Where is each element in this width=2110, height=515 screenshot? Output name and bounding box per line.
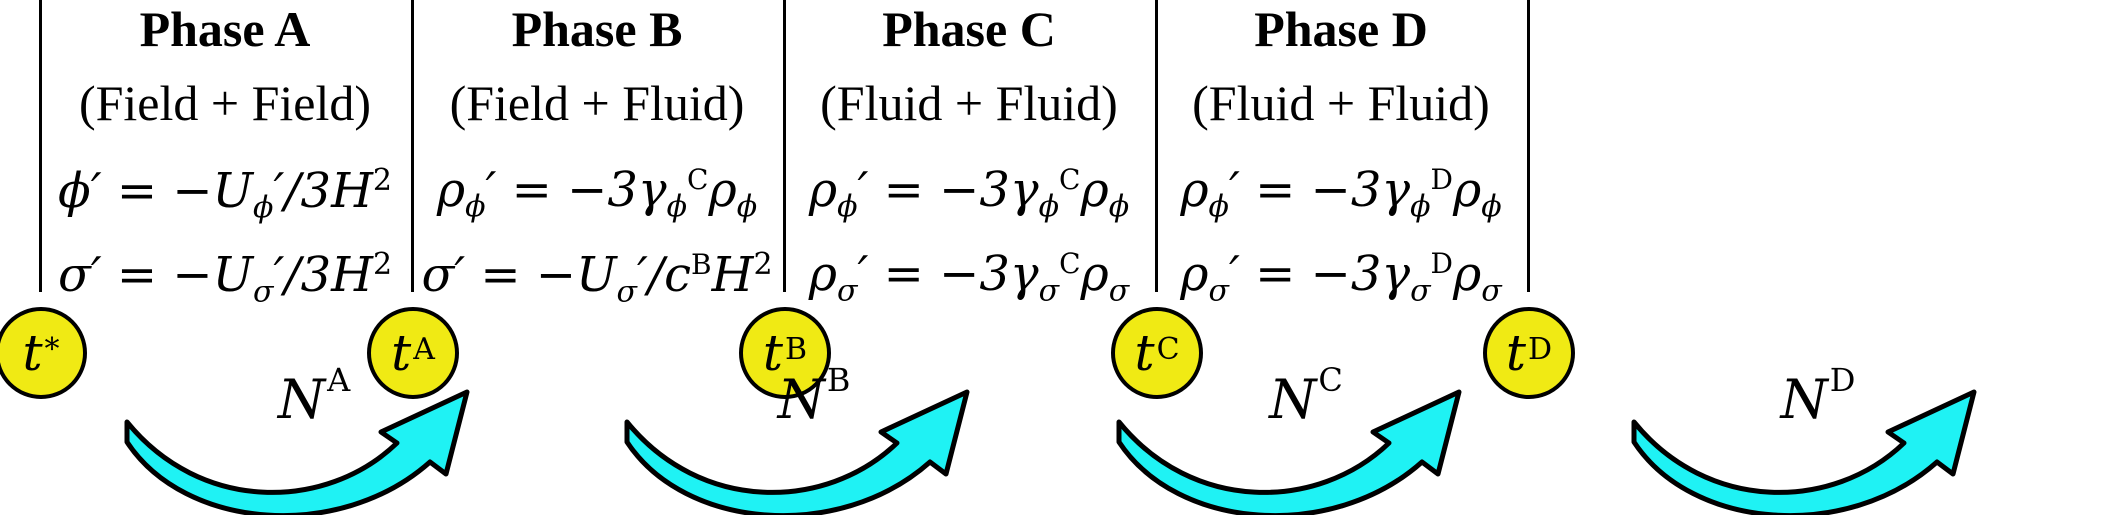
- phase-equation-1: ϕ′ = −Uϕ′/3H2: [57, 163, 393, 226]
- phase-equation-2: ρσ′ = −3γσCρσ: [808, 246, 1130, 309]
- separator-line: [1155, 0, 1158, 292]
- phase-equation-2: σ′ = −Uσ′/3H2: [57, 247, 393, 310]
- separator-line: [39, 0, 42, 292]
- phase-subtitle: (Fluid + Fluid): [1192, 75, 1490, 131]
- curved-arrow-icon: [1631, 389, 1977, 515]
- phase-equation-1: ρϕ′ = −3γϕCρϕ: [808, 162, 1130, 225]
- separator-line: [1527, 0, 1530, 292]
- phase-subtitle: (Fluid + Fluid): [820, 75, 1118, 131]
- separator-line: [783, 0, 786, 292]
- efold-label-a: NA: [277, 361, 351, 431]
- phase-title: Phase B: [511, 1, 683, 57]
- curved-arrow-icon: [624, 389, 970, 515]
- efold-label-d: ND: [1780, 361, 1856, 431]
- phase-equation-1: ρϕ′ = −3γϕDρϕ: [1180, 162, 1502, 225]
- phase-title: Phase C: [882, 1, 1056, 57]
- phase-subtitle: (Field + Field): [78, 75, 372, 131]
- phase-equation-1: ρϕ′ = −3γϕCρϕ: [436, 162, 758, 225]
- phase-equation-2: ρσ′ = −3γσDρσ: [1180, 246, 1502, 309]
- curved-arrow-icon: [124, 389, 470, 515]
- curved-arrow-icon: [1116, 389, 1462, 515]
- efold-label-c: NC: [1269, 361, 1343, 431]
- phase-title: Phase D: [1254, 1, 1428, 57]
- phase-title: Phase A: [139, 1, 311, 57]
- separator-line: [411, 0, 414, 292]
- phase-equation-2: σ′ = −Uσ′/cBH2: [421, 247, 773, 310]
- time-node-start: t*: [0, 307, 87, 399]
- efold-label-b: NB: [777, 361, 851, 431]
- phase-subtitle: (Field + Fluid): [449, 75, 745, 131]
